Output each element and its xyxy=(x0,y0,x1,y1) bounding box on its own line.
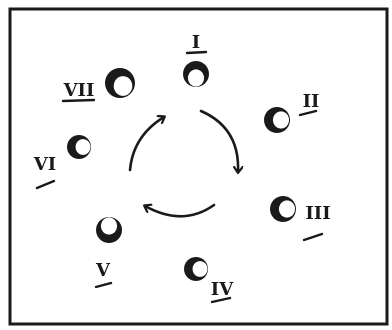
moon-lit-face xyxy=(101,217,117,234)
moon-lit-face xyxy=(114,76,133,96)
moon-lit-face xyxy=(279,200,295,217)
moon-iii xyxy=(270,196,296,222)
station-label-iv: IV xyxy=(211,279,234,300)
moon-stations xyxy=(67,61,296,281)
station-label-vi: VI xyxy=(33,154,56,175)
station-label-ii: II xyxy=(303,91,320,112)
moon-ii xyxy=(264,107,290,133)
moon-vii xyxy=(105,68,135,98)
cycle-arrows xyxy=(130,111,238,216)
station-label-vii: VII xyxy=(63,80,95,101)
moon-iv xyxy=(184,257,208,281)
moon-lit-face xyxy=(193,261,208,277)
moon-lit-face xyxy=(76,139,91,155)
station-label-v: V xyxy=(95,260,111,281)
cycle-arrow-left xyxy=(130,117,164,170)
station-label-i: I xyxy=(192,32,200,53)
moon-v xyxy=(96,217,122,243)
moon-lit-face xyxy=(188,69,204,86)
station-label-iii: III xyxy=(305,203,330,224)
moon-vi xyxy=(67,135,91,159)
moon-lit-face xyxy=(273,111,289,128)
station-labels: I II III IV V VI VII xyxy=(33,32,331,300)
moon-i xyxy=(183,61,209,87)
cycle-arrow-top-right xyxy=(201,111,238,172)
cycle-arrow-bottom xyxy=(145,205,214,216)
